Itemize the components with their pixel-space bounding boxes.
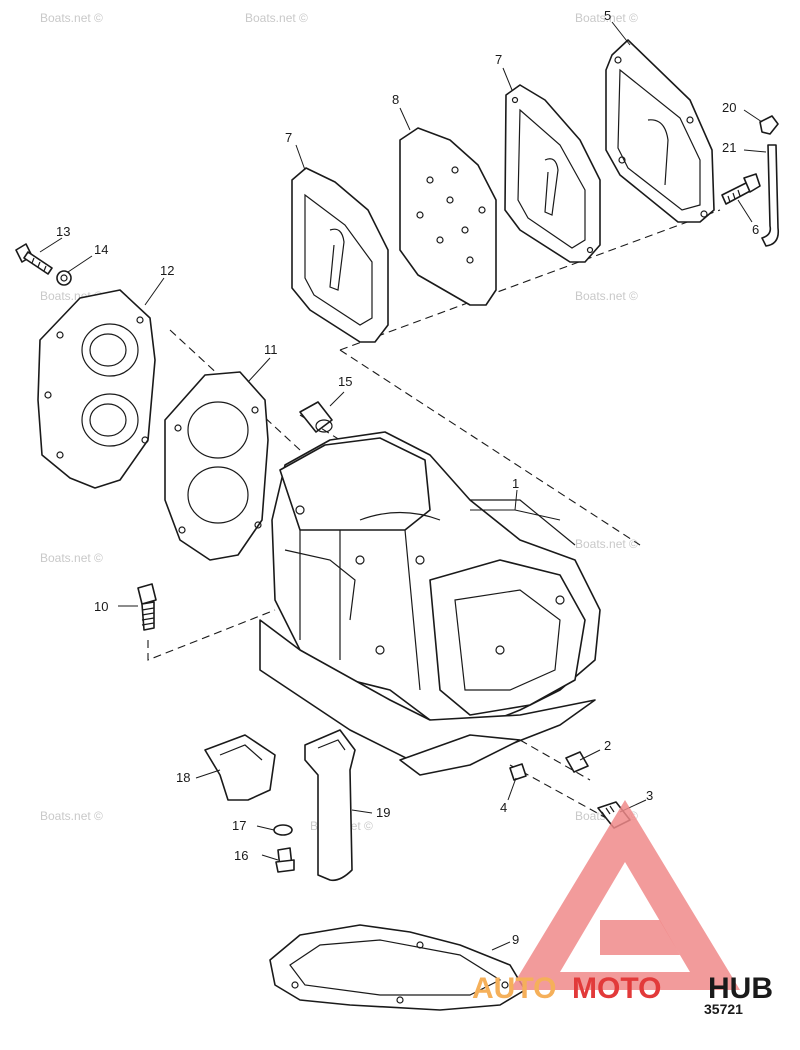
watermark-text: Boats.net © bbox=[575, 11, 638, 25]
part-13-bolt bbox=[15, 243, 53, 275]
part-18-bracket bbox=[204, 734, 276, 801]
callout-17: 17 bbox=[232, 818, 246, 833]
callout-21: 21 bbox=[722, 140, 736, 155]
logo-text-moto: MOTO bbox=[572, 972, 661, 1005]
callout-16: 16 bbox=[234, 848, 248, 863]
logo-text-hub: HUB bbox=[708, 972, 773, 1005]
callouts: 1 2 3 4 5 6 7 7 8 9 10 11 12 13 14 15 16… bbox=[56, 8, 759, 947]
part-12-cylinder-head bbox=[37, 289, 156, 489]
callout-9: 9 bbox=[512, 932, 519, 947]
callout-13: 13 bbox=[56, 224, 70, 239]
callout-7: 7 bbox=[495, 52, 502, 67]
callout-4: 4 bbox=[500, 800, 507, 815]
watermark-text: Boats.net © bbox=[40, 809, 103, 823]
callout-18: 18 bbox=[176, 770, 190, 785]
callout-7: 7 bbox=[285, 130, 292, 145]
part-2-plug bbox=[565, 751, 589, 773]
watermark-text: Boats.net © bbox=[575, 289, 638, 303]
callout-8: 8 bbox=[392, 92, 399, 107]
figure-number: 35721 bbox=[704, 1001, 743, 1017]
callout-12: 12 bbox=[160, 263, 174, 278]
part-17-washer bbox=[273, 824, 293, 836]
callout-6: 6 bbox=[752, 222, 759, 237]
part-6-screw bbox=[721, 173, 761, 205]
callout-10: 10 bbox=[94, 599, 108, 614]
part-8-plate bbox=[399, 127, 497, 306]
part-5-cover bbox=[605, 39, 715, 223]
watermark-text: Boats.net © bbox=[575, 537, 638, 551]
callout-1: 1 bbox=[512, 476, 519, 491]
logo-text-auto: AUTO bbox=[472, 972, 556, 1005]
part-10-bolt bbox=[137, 583, 157, 631]
part-21-hose bbox=[761, 144, 780, 247]
part-1-cylinder-block bbox=[259, 431, 601, 776]
leader-lines bbox=[39, 21, 767, 951]
part-20-fitting bbox=[759, 115, 779, 135]
callout-5: 5 bbox=[604, 8, 611, 23]
part-14-washer bbox=[56, 270, 72, 286]
callout-3: 3 bbox=[646, 788, 653, 803]
part-15-dowel bbox=[299, 401, 333, 433]
part-7-gasket-left bbox=[291, 167, 389, 343]
part-11-head-gasket bbox=[164, 371, 269, 561]
watermark-text: Boats.net © bbox=[40, 551, 103, 565]
callout-20: 20 bbox=[722, 100, 736, 115]
watermark-text: Boats.net © bbox=[245, 11, 308, 25]
callout-19: 19 bbox=[376, 805, 390, 820]
logo-triangle bbox=[510, 800, 740, 990]
part-16-bolt bbox=[275, 847, 295, 873]
watermark-text: Boats.net © bbox=[40, 11, 103, 25]
callout-11: 11 bbox=[264, 342, 278, 357]
callout-2: 2 bbox=[604, 738, 611, 753]
callout-15: 15 bbox=[338, 374, 352, 389]
part-7-gasket-right bbox=[504, 84, 601, 263]
callout-14: 14 bbox=[94, 242, 108, 257]
part-19-tube bbox=[304, 729, 356, 882]
automotohub-logo: AUTO MOTO HUB bbox=[472, 800, 773, 1005]
part-4-pin bbox=[509, 763, 527, 781]
